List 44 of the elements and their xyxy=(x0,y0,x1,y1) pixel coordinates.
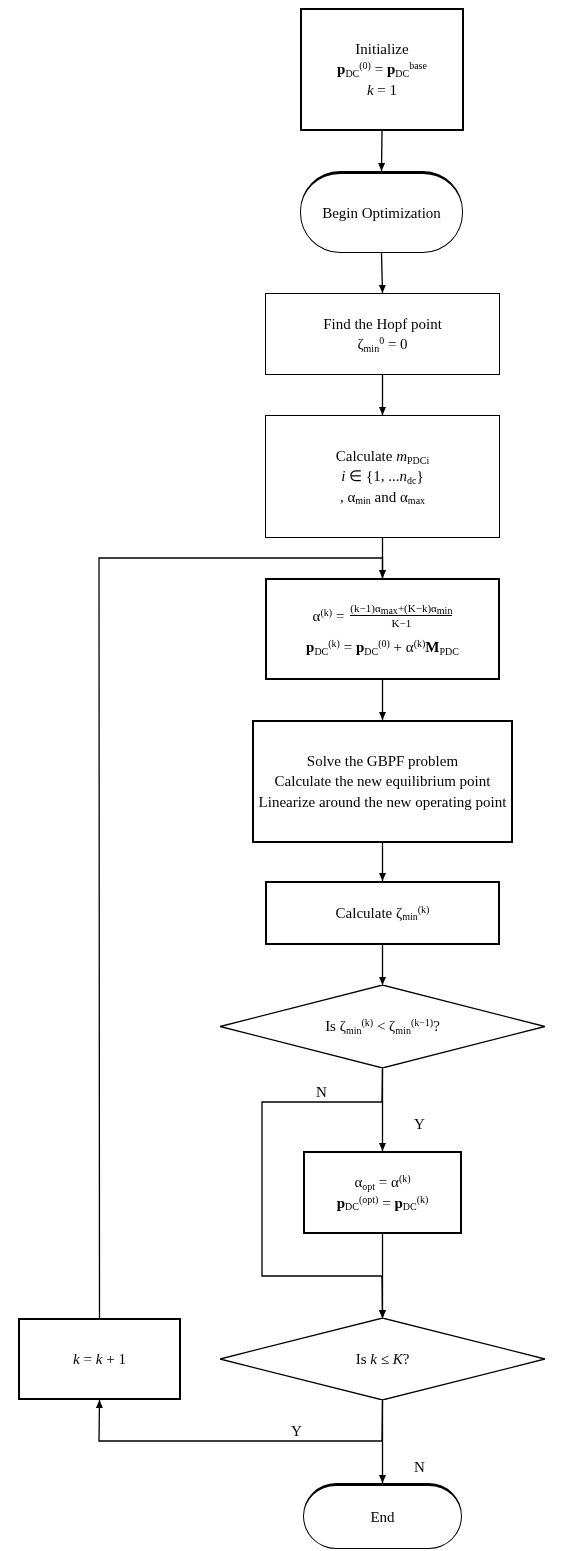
process-box xyxy=(252,720,513,843)
edge-label: Y xyxy=(289,1424,304,1439)
process-box xyxy=(265,578,500,680)
formula-text: p$_{DC}$$^{(k)}$ = p$_{DC}$$^{(0)}$ + α$^{(k)}$M$_{PDC}$ xyxy=(306,637,459,658)
node-label: Solve the GBPF problem xyxy=(306,752,459,772)
node-label: Begin Optimization xyxy=(322,203,441,223)
process-box xyxy=(303,1151,462,1234)
decision-diamond xyxy=(220,985,545,1068)
node-label: α$_{opt}$ = α$^{(k)}$ xyxy=(354,1172,411,1193)
node-label: End xyxy=(370,1507,395,1527)
arrow xyxy=(98,557,386,1319)
arrow xyxy=(379,1233,386,1319)
node-label: k = 1 xyxy=(366,80,398,100)
arrow xyxy=(378,252,386,294)
process-box xyxy=(265,415,500,538)
node-label: Is k ≤ K? xyxy=(355,1349,410,1369)
node-label: Linearize around the new operating point xyxy=(258,792,507,812)
arrow xyxy=(95,1399,384,1442)
process-box xyxy=(18,1318,181,1400)
edge-label: Y xyxy=(412,1117,427,1132)
node-label: , α$_{min}$ and α$_{max}$ xyxy=(339,487,426,507)
arrow xyxy=(378,130,386,172)
node-label: Calculate m$_{PDCi}$ xyxy=(335,447,430,467)
arrow xyxy=(379,944,386,986)
process-box xyxy=(300,8,464,131)
node-label: Initialize xyxy=(355,40,409,60)
decision-diamond xyxy=(220,1318,545,1400)
process-box xyxy=(265,881,500,945)
node-label: Calculate the new equilibrium point xyxy=(274,772,491,792)
node-label: Is ζ$_{min}$$^{(k)}$ < ζ$_{min}$$^{(k−1)}$? xyxy=(325,1016,440,1037)
arrow xyxy=(379,679,386,721)
node-label: Find the Hopf point xyxy=(323,314,442,334)
process-box xyxy=(265,293,500,375)
terminal-shape xyxy=(300,171,463,253)
node-label: ζ$_{min}$$^{0}$ = 0 xyxy=(357,334,408,355)
node-label: i ∈ {1, ...n$_{dc}$} xyxy=(341,467,424,487)
terminal-shape xyxy=(303,1483,462,1549)
arrow xyxy=(379,374,386,416)
node-label: k = k + 1 xyxy=(73,1349,126,1369)
arrow xyxy=(379,842,386,882)
fraction-denominator: K−1 xyxy=(391,616,412,632)
formula-text: α$^{(k)}$ = xyxy=(312,605,345,626)
edge-label: N xyxy=(412,1460,427,1475)
edge-label: N xyxy=(314,1085,329,1100)
